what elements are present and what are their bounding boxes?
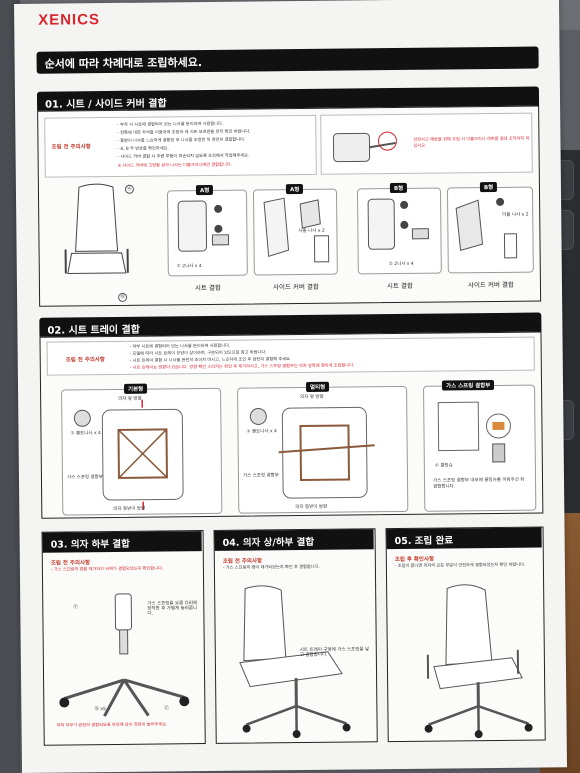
lever-illustration <box>332 131 397 163</box>
note-line: - 등받이 나사를 느슨하게 결합한 후 나사를 조정한 뒤 완전히 결합합니다… <box>117 136 246 143</box>
section-1-panel: 조립 전 주의사항 - 부착 시 시트에 결합되어 있는 나사를 분리하여 사용… <box>37 105 542 307</box>
gas-mount-text: 가스 스프링 결합부 내부에 클링슈를 끼워주신 뒤 결합합니다. <box>432 477 525 490</box>
section-1-warning-box: 안전사고 예방을 위해 조립 시 더블크리너 레버를 절대 조작하지 마십시오. <box>320 112 533 175</box>
back-direction-label: 의자 등받이 방향 <box>113 506 146 512</box>
part-a-marker: Ⓐ <box>124 184 134 194</box>
screw-count: ① 2나사 x 4 <box>176 264 202 270</box>
note-line: - 하부 시트에 결합되어 있는 나사를 분리하여 사용합니다. <box>129 342 231 349</box>
diagram-multi-tray: 멀티형 의자 앞 방향 ① 볼트나사 x 4 가스 스프링 결합부 의자 등받이… <box>237 381 409 514</box>
caption-seat-b: 시트 결합 <box>386 281 414 291</box>
diagram-a-sidecover: A형 사출 나사 x 2 <box>252 183 338 276</box>
screw-count: ① 볼트나사 x 4 <box>246 429 277 435</box>
diagram-a-seat: A형 ① 2나사 x 4 <box>166 184 248 277</box>
section-1-notes: 조립 전 주의사항 - 부착 시 시트에 결합되어 있는 나사를 분리하여 사용… <box>44 114 317 178</box>
seat-tray-drawing <box>249 406 375 499</box>
diagram-b-sidecover: B형 더블 나사 x 2 <box>446 181 534 274</box>
note-line: - 한쪽에 대한 좌석을 이용하여 조립하 데 시트 보호판을 먼저 확인 바랍… <box>117 128 251 135</box>
caption-sidecover-a: 사이드 커버 결합 <box>272 282 320 292</box>
gas-mount-drawing <box>437 401 511 463</box>
assembly-instruction-sheet: XENICS 순서에 따라 차례대로 조립하세요. 01. 시트 / 사이드 커… <box>14 0 568 773</box>
sidecover-drawing <box>455 197 518 259</box>
section-5-title: 05. 조립 완료 <box>386 527 542 550</box>
note-line-warning: - 시트 트레이는 방향이 있습니다. 방향 확인 스티커는 확인 후 제거하시… <box>129 362 355 370</box>
small-screw-label: 사출 나사 x 2 <box>298 228 325 235</box>
note-text: - 가스 스프링의 캡이 제거되었는지 확인 후 결합합니다. <box>222 563 320 570</box>
part-c-label: Ⓒ <box>164 706 169 712</box>
section-4-panel: 04. 의자 상/하부 결합 조립 전 주의사항 - 가스 스프링의 캡이 제거… <box>213 528 378 744</box>
brand-logo: XENICS <box>38 11 101 29</box>
part-b-marker: Ⓑ <box>118 292 128 302</box>
diagram-basic-tray: 기본형 의자 앞 방향 ① 볼트나사 x 4 가스 스프링 결합부 의자 등받이… <box>61 383 223 516</box>
gas-spring-label: 가스 스프링 결합부 <box>66 475 103 481</box>
screw-count: ① 볼트나사 x 4 <box>70 431 101 437</box>
section-3-panel: 03. 의자 하부 결합 조립 전 주의사항 - 가스 스프링의 캡을 제거하고… <box>41 530 206 746</box>
page-title: 순서에 따라 차례대로 조립하세요. <box>36 46 539 74</box>
diagram-b-seat: B형 ② 2나사 x 4 <box>356 182 442 275</box>
seat-bracket-drawing <box>367 198 429 250</box>
chair-assembly-drawing <box>239 585 351 739</box>
section-2-panel: 조립 전 주의사항 - 하부 시트에 결합되어 있는 나사를 분리하여 사용합니… <box>39 331 544 519</box>
note-line: - 사이드 커버 결합 시 주변 부품이 파손되지 않도록 조심해서 작업해주세… <box>117 152 250 159</box>
caption-sidecover-b: 사이드 커버 결합 <box>467 280 515 290</box>
part-f-label: Ⓕ <box>73 605 78 611</box>
safety-warning: 안전사고 예방을 위해 조립 시 더블크리너 레버를 절대 조작하지 마십시오. <box>413 135 530 148</box>
gas-spring-label: 가스 스프링 결합부 <box>242 473 279 479</box>
sidecover-drawing <box>263 197 330 263</box>
screw-count: ② 2나사 x 4 <box>388 261 414 268</box>
caption-seat-a: 시트 결합 <box>194 283 222 293</box>
part-d-label: Ⓓ x5 <box>94 707 106 713</box>
note-line-warning: ※ 사이드 커버에 고정될 상하 나사는 더블크리너에만 결합합니다. <box>117 161 233 168</box>
completed-chair-drawing <box>424 584 533 739</box>
back-direction-label: 의자 등받이 방향 <box>295 504 328 511</box>
callout-text: 가스 스프링을 요즘 다리에 장착한 후 가볍게 눌러줍니다. <box>147 601 198 617</box>
note-text: - 가스 스프링의 캡을 제거하고 바퀴가 결합되었는지 확인합니다. <box>50 565 164 572</box>
chair-base-drawing <box>59 593 190 717</box>
chair-back-illustration <box>64 183 129 274</box>
note-line: - A, B 두 번호를 확인하세요. <box>117 145 169 151</box>
section-3-title: 03. 의자 하부 결합 <box>42 531 202 553</box>
diagram-gas-spring-mount: 가스 스프링 결합부 ① 클링슈 가스 스프링 결합부 내부에 클링슈를 끼워주… <box>423 379 537 512</box>
note-label: 조립 전 주의사항 <box>51 144 91 151</box>
seat-bracket-drawing <box>177 200 230 252</box>
note-line: - 부착 시 시트에 결합되어 있는 나사를 분리하여 사용합니다. <box>117 120 224 127</box>
section-4-title: 04. 의자 상/하부 결합 <box>214 529 374 551</box>
note-text: - 조립이 끝나면 의자의 모든 부분이 안전하게 결합되었는지 확인 바랍니다… <box>394 561 526 569</box>
clip-label: ① 클링슈 <box>434 463 453 469</box>
section-2-notes: 조립 전 주의사항 - 하부 시트에 결합되어 있는 나사를 분리하여 사용합니… <box>46 336 535 376</box>
note-label: 조립 전 주의사항 <box>65 357 106 364</box>
section-5-panel: 05. 조립 완료 조립 후 확인사항 - 조립이 끝나면 의자의 모든 부분이… <box>385 526 546 743</box>
callout-text: 시트 트레이 구멍에 가스 스프링을 넣고 결합합니다. <box>299 647 370 659</box>
seat-tray-drawing <box>73 399 184 510</box>
small-screw-label: 더블 나사 x 2 <box>502 212 529 218</box>
